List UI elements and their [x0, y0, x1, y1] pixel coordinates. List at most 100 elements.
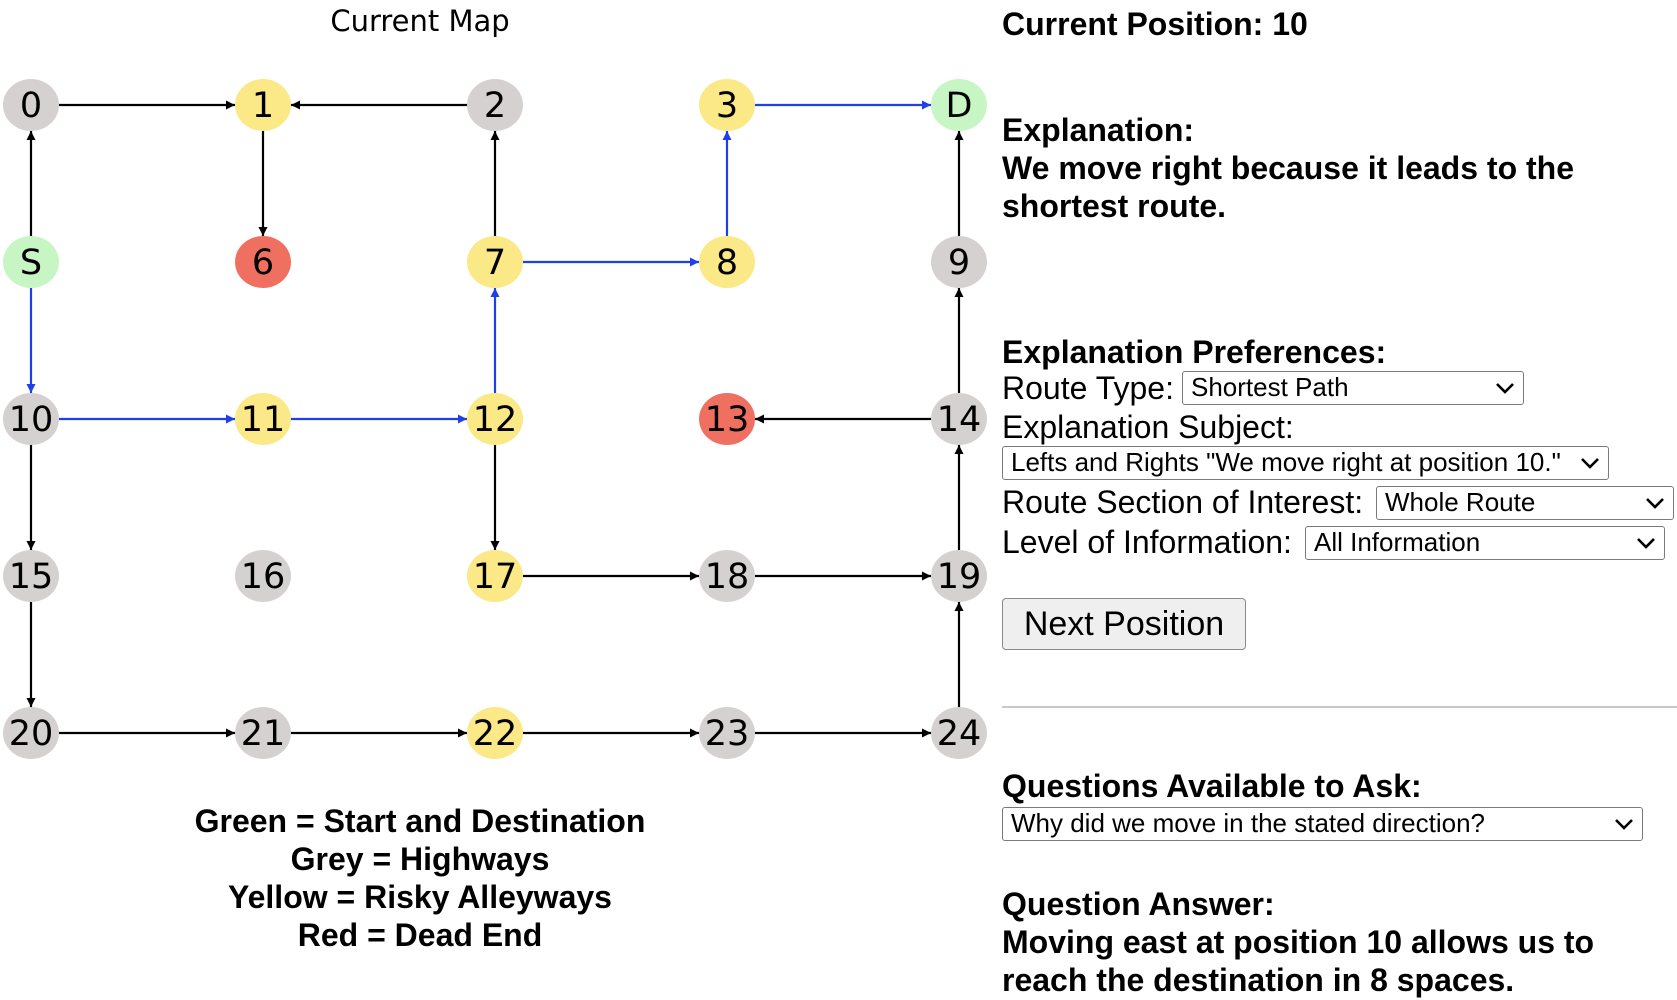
- divider: [1002, 706, 1677, 708]
- node-label: 1: [252, 86, 274, 126]
- node-circle: [467, 707, 523, 759]
- map-node-16: 16: [235, 550, 291, 602]
- map-node-7: 7: [467, 236, 523, 288]
- legend-yellow: Yellow = Risky Alleyways: [228, 879, 612, 915]
- route-type-value: Shortest Path: [1191, 372, 1349, 402]
- node-label: 23: [705, 714, 750, 754]
- map-node-19: 19: [931, 550, 987, 602]
- node-circle: [235, 550, 291, 602]
- node-circle: [3, 550, 59, 602]
- map-node-3: 3: [699, 79, 755, 131]
- map-node-9: 9: [931, 236, 987, 288]
- node-label: D: [946, 86, 973, 126]
- node-circle: [931, 393, 987, 445]
- chevron-down-icon: [1637, 538, 1655, 549]
- node-circle: [467, 550, 523, 602]
- node-circle: [699, 707, 755, 759]
- node-label: 6: [252, 243, 274, 283]
- node-circle: [467, 79, 523, 131]
- node-label: 14: [937, 400, 982, 440]
- node-label: 13: [705, 400, 750, 440]
- map-node-S: S: [3, 236, 59, 288]
- legend-grey: Grey = Highways: [290, 841, 550, 877]
- map-node-11: 11: [235, 393, 291, 445]
- legend-red: Red = Dead End: [297, 917, 543, 953]
- node-circle: [931, 707, 987, 759]
- node-circle: [699, 236, 755, 288]
- explanation-text-line1: We move right because it leads to the: [1002, 150, 1574, 186]
- map-node-2: 2: [467, 79, 523, 131]
- answer-heading: Question Answer:: [1002, 886, 1275, 922]
- node-circle: [3, 393, 59, 445]
- node-label: 19: [937, 557, 982, 597]
- node-circle: [467, 393, 523, 445]
- node-label: 11: [241, 400, 286, 440]
- node-label: 15: [9, 557, 54, 597]
- node-label: 18: [705, 557, 750, 597]
- node-circle: [235, 236, 291, 288]
- node-label: 17: [473, 557, 518, 597]
- map-node-22: 22: [467, 707, 523, 759]
- node-circle: [3, 707, 59, 759]
- node-circle: [3, 236, 59, 288]
- node-circle: [931, 79, 987, 131]
- node-label: 8: [716, 243, 738, 283]
- node-circle: [235, 707, 291, 759]
- level-select[interactable]: All Information: [1305, 526, 1665, 560]
- section-label: Route Section of Interest:: [1002, 484, 1364, 520]
- map-node-21: 21: [235, 707, 291, 759]
- explanation-text-line2: shortest route.: [1002, 188, 1227, 224]
- map-node-14: 14: [931, 393, 987, 445]
- node-label: 9: [948, 243, 970, 283]
- map-node-13: 13: [699, 393, 755, 445]
- question-value: Why did we move in the stated direction?: [1011, 808, 1486, 838]
- map-node-0: 0: [3, 79, 59, 131]
- subject-select[interactable]: Lefts and Rights "We move right at posit…: [1002, 446, 1609, 480]
- node-circle: [235, 393, 291, 445]
- preferences-heading: Explanation Preferences:: [1002, 334, 1387, 370]
- node-circle: [699, 79, 755, 131]
- node-circle: [699, 550, 755, 602]
- chevron-down-icon: [1581, 458, 1599, 469]
- question-select[interactable]: Why did we move in the stated direction?: [1002, 807, 1643, 841]
- node-circle: [931, 550, 987, 602]
- answer-text-line1: Moving east at position 10 allows us to: [1002, 924, 1595, 960]
- section-select[interactable]: Whole Route: [1376, 486, 1674, 520]
- chevron-down-icon: [1615, 819, 1633, 830]
- node-label: 2: [484, 86, 506, 126]
- map-node-18: 18: [699, 550, 755, 602]
- answer-text-line2: reach the destination in 8 spaces.: [1002, 962, 1515, 998]
- map-node-24: 24: [931, 707, 987, 759]
- next-position-button[interactable]: Next Position: [1002, 598, 1246, 650]
- map-node-23: 23: [699, 707, 755, 759]
- map-node-D: D: [931, 79, 987, 131]
- node-label: 21: [241, 714, 286, 754]
- node-circle: [467, 236, 523, 288]
- node-circle: [3, 79, 59, 131]
- node-circle: [931, 236, 987, 288]
- level-value: All Information: [1314, 527, 1481, 557]
- edges-layer: [26, 100, 964, 738]
- current-position: Current Position: 10: [1002, 6, 1308, 42]
- node-label: 10: [9, 400, 54, 440]
- node-label: 3: [716, 86, 738, 126]
- map-title: Current Map: [330, 4, 510, 38]
- node-label: 0: [20, 86, 42, 126]
- node-circle: [235, 79, 291, 131]
- node-label: 12: [473, 400, 518, 440]
- map-node-20: 20: [3, 707, 59, 759]
- node-label: 20: [9, 714, 54, 754]
- route-type-select[interactable]: Shortest Path: [1182, 371, 1524, 405]
- node-label: 16: [241, 557, 286, 597]
- map-node-10: 10: [3, 393, 59, 445]
- map-legend: Green = Start and Destination Grey = Hig…: [140, 802, 700, 954]
- subject-value: Lefts and Rights "We move right at posit…: [1011, 447, 1561, 477]
- map-node-12: 12: [467, 393, 523, 445]
- map-node-17: 17: [467, 550, 523, 602]
- node-circle: [699, 393, 755, 445]
- node-label: 7: [484, 243, 506, 283]
- section-value: Whole Route: [1385, 487, 1536, 517]
- level-label: Level of Information:: [1002, 524, 1292, 560]
- explanation-heading: Explanation:: [1002, 112, 1195, 148]
